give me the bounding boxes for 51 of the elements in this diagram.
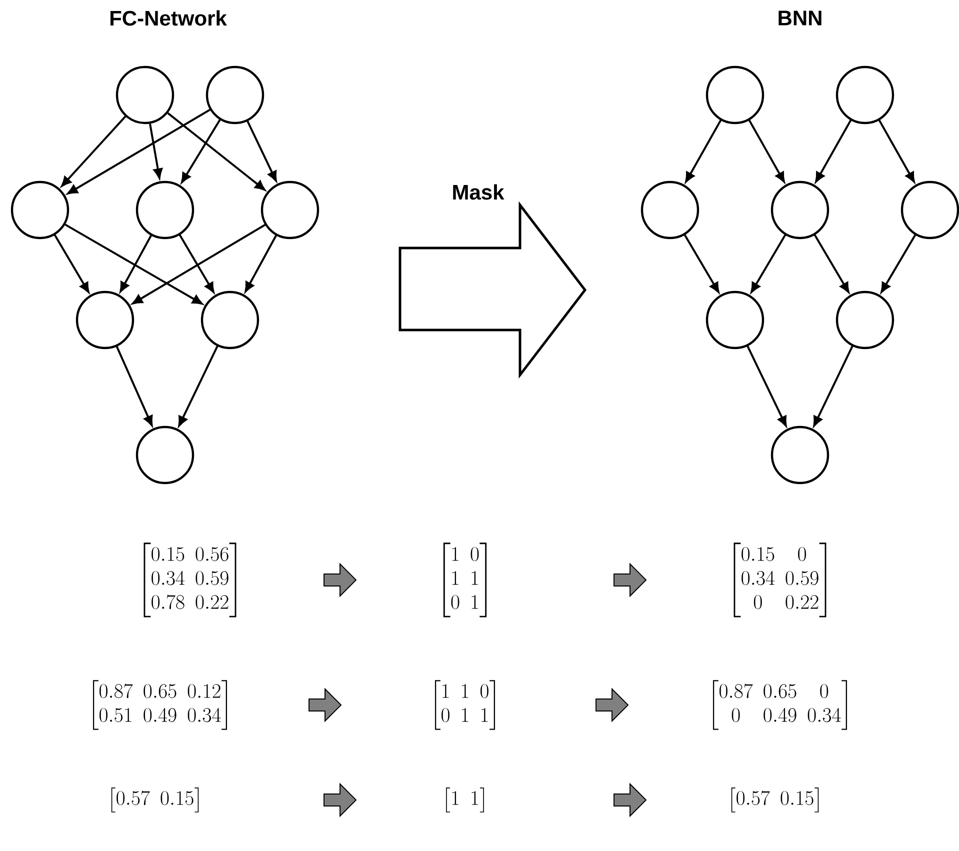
arrow — [814, 234, 850, 293]
neuron-circle — [836, 290, 894, 350]
matrix: $\begin{bmatrix}0.15 & 0\\ 0.34 & 0.59\\ 0 & 0.22\end{bmatrix}$ — [734, 542, 826, 618]
arrow — [54, 234, 90, 293]
arrow — [132, 224, 266, 304]
neuron-circle — [770, 426, 830, 484]
matrix: $\begin{bmatrix}1 & 1 & 0\\ 0 & 1 & 1\end{bmatrix}$ — [434, 680, 495, 730]
matrix: $\begin{bmatrix}0.87 & 0.65 & 0.12\\ 0.51 & 0.49 & 0.34\end{bmatrix}$ — [93, 680, 227, 730]
neuron-circle — [706, 66, 764, 124]
neuron-circle — [260, 180, 320, 240]
arrow — [178, 234, 214, 293]
arrow — [167, 112, 266, 191]
matrix: $\begin{bmatrix}1 & 0\\ 1 & 1\\ 0 & 1\end{bmatrix}$ — [443, 542, 487, 618]
arrow — [878, 120, 915, 182]
neuron-circle — [136, 180, 194, 240]
matrix: $\begin{bmatrix}0.57 & 0.15\end{bmatrix}$ — [111, 788, 199, 812]
arrow — [61, 116, 126, 187]
neuron-circle — [770, 180, 830, 240]
neuron-circle — [706, 290, 764, 350]
arrow — [748, 120, 785, 182]
neuron-circle — [640, 180, 700, 240]
matrix: $\begin{bmatrix}0.15 & 0.56\\ 0.34 & 0.59\\ 0.78 & 0.22\end{bmatrix}$ — [144, 542, 236, 618]
heading: BNN — [778, 10, 822, 26]
neuron-circle — [76, 290, 134, 350]
heading: FC-Network — [110, 10, 227, 26]
arrow — [750, 234, 786, 293]
arrow — [685, 120, 722, 182]
arrow — [880, 234, 916, 293]
matrix: $\begin{bmatrix}1 & 1\end{bmatrix}$ — [446, 788, 484, 812]
arrow — [813, 346, 854, 426]
neuron-circle — [200, 290, 260, 350]
neuron-circle — [206, 66, 264, 124]
arrow — [181, 119, 221, 183]
arrow — [746, 346, 787, 426]
arrow — [246, 120, 277, 182]
arrow — [178, 346, 218, 426]
neuron-circle — [116, 66, 174, 124]
arrow — [149, 123, 163, 179]
matrix: $\begin{bmatrix}0.57 & 0.15\end{bmatrix}$ — [731, 788, 819, 812]
arrow — [815, 120, 852, 182]
arrow — [244, 235, 277, 292]
arrow — [64, 224, 203, 305]
neuron-circle — [836, 66, 894, 124]
matrix: $\begin{bmatrix}0.87 & 0.65 & 0\\ 0 & 0.49 & 0.34\end{bmatrix}$ — [712, 680, 847, 730]
arrow — [67, 108, 210, 194]
heading: Mask — [453, 184, 504, 200]
arrow — [684, 234, 720, 293]
neuron-circle — [10, 180, 70, 240]
arrow — [120, 235, 152, 292]
arrow — [116, 346, 153, 426]
neuron-circle — [136, 426, 194, 484]
